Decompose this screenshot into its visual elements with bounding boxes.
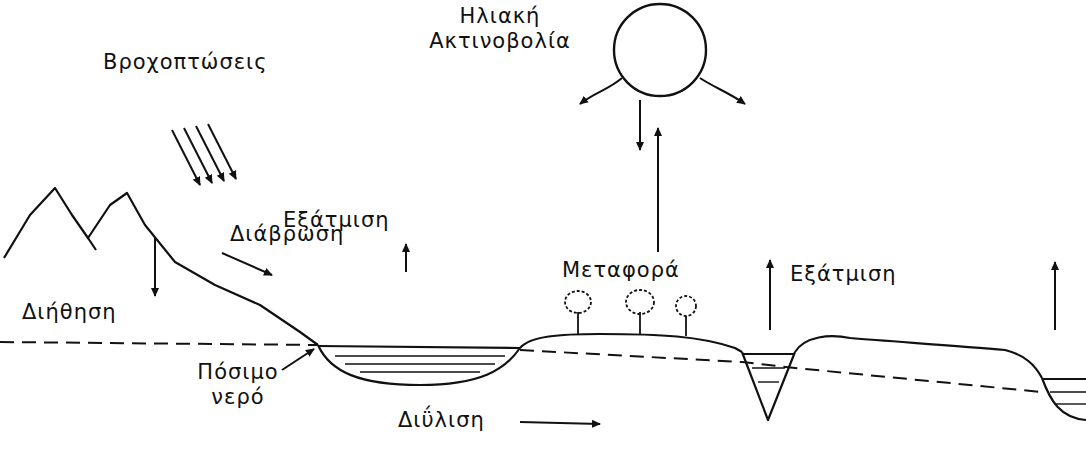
erosion-label: Διάβρωση	[230, 222, 344, 247]
filtration-label: Διΰλιση	[398, 408, 485, 433]
transport-label: Μεταφορά	[562, 258, 680, 283]
evaporation-label: Εξάτμιση	[790, 262, 897, 287]
rain-label: Βροχοπτώσεις	[103, 50, 268, 75]
sun-label: Ηλιακή Ακτινοβολία	[420, 4, 580, 54]
infiltration-label: Διήθηση	[22, 300, 117, 325]
drinking-water-label: Πόσιμο νερό	[188, 360, 288, 410]
